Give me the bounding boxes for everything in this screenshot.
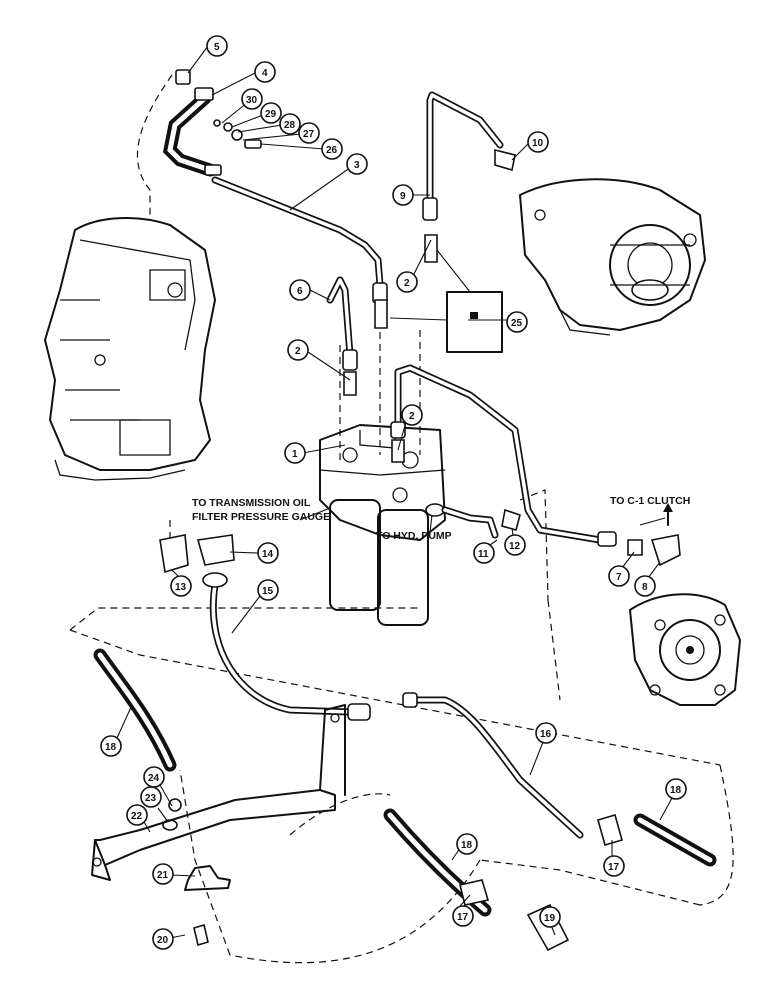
hydraulic-pump [519,178,706,336]
svg-text:18: 18 [105,742,117,753]
callout-15: 15 [257,579,279,601]
hose-4 [162,91,217,177]
svg-text:11: 11 [478,549,489,560]
callout-22: 22 [126,804,148,826]
svg-text:16: 16 [540,729,552,740]
hose-18-right [633,813,717,867]
callouts: 1 2 2 2 3 4 5 6 7 8 9 10 11 12 13 14 15 … [100,35,687,950]
note-hyd-pump: TO HYD. PUMP [376,530,452,542]
svg-text:13: 13 [175,582,187,593]
svg-text:10: 10 [532,138,544,149]
tube-11 [441,506,499,539]
callout-19: 19 [539,906,561,928]
callout-24: 24 [143,766,165,788]
charge-pump-housing [629,593,741,706]
callout-20: 20 [152,928,174,950]
callout-27: 27 [298,122,320,144]
svg-text:28: 28 [284,120,296,131]
svg-text:5: 5 [214,42,220,53]
svg-text:25: 25 [511,318,523,329]
svg-text:15: 15 [262,586,274,597]
callout-8: 8 [634,575,656,597]
svg-text:21: 21 [157,870,169,881]
hose-18-left [93,648,177,772]
phantom-outlines [69,74,734,964]
callout-21: 21 [152,863,174,885]
svg-text:23: 23 [145,793,157,804]
svg-text:3: 3 [354,160,360,171]
callout-10: 10 [527,131,549,153]
callout-3: 3 [346,153,368,175]
callout-14: 14 [257,542,279,564]
svg-text:2: 2 [409,411,415,422]
callout-2b: 2 [287,339,309,361]
note-transmission-gauge-line2: FILTER PRESSURE GAUGE [192,511,330,523]
callout-16: 16 [535,722,557,744]
callout-28: 28 [279,113,301,135]
callout-4: 4 [254,61,276,83]
svg-text:14: 14 [262,549,274,560]
support-bracket [91,704,346,891]
callout-12: 12 [504,534,526,556]
oil-filter-assembly [319,424,446,626]
callout-13: 13 [170,575,192,597]
svg-text:26: 26 [326,145,338,156]
svg-text:24: 24 [148,773,160,784]
svg-text:2: 2 [295,346,301,357]
svg-text:1: 1 [292,449,298,460]
note-c1-clutch: TO C-1 CLUTCH [610,495,690,507]
callout-30: 30 [241,88,263,110]
svg-text:2: 2 [404,278,410,289]
svg-text:18: 18 [670,785,682,796]
tube-9 [422,91,504,221]
plug-detail-box [389,249,503,353]
svg-text:29: 29 [265,109,277,120]
tube-6 [326,276,358,371]
callout-1: 1 [284,442,306,464]
callout-6: 6 [289,279,311,301]
svg-text:8: 8 [642,582,648,593]
tube-15 [209,581,371,721]
svg-text:17: 17 [457,912,469,923]
callout-2c: 2 [401,404,423,426]
svg-text:9: 9 [400,191,406,202]
transmission-housing [44,217,216,481]
svg-text:6: 6 [297,286,303,297]
callout-23: 23 [140,786,162,808]
callout-17a: 17 [603,855,625,877]
svg-text:22: 22 [131,811,143,822]
callout-29: 29 [260,102,282,124]
svg-text:30: 30 [246,95,258,106]
svg-text:17: 17 [608,862,620,873]
svg-text:4: 4 [262,68,268,79]
svg-text:20: 20 [157,935,169,946]
svg-text:12: 12 [509,541,521,552]
tube-long-c1 [390,364,617,547]
callout-18a: 18 [100,735,122,757]
note-transmission-gauge-line1: TO TRANSMISSION OIL [192,497,311,509]
svg-text:18: 18 [461,840,473,851]
callout-18c: 18 [456,833,478,855]
tube-16 [402,692,584,839]
callout-11: 11 [473,542,495,564]
svg-text:27: 27 [303,129,315,140]
leader-lines [116,45,673,939]
svg-text:19: 19 [544,913,556,924]
callout-18b: 18 [665,778,687,800]
annotations: TO TRANSMISSION OIL FILTER PRESSURE GAUG… [192,495,690,542]
callout-7: 7 [608,565,630,587]
callout-25: 25 [506,311,528,333]
callout-5: 5 [206,35,228,57]
callout-2a: 2 [396,271,418,293]
callout-26: 26 [321,138,343,160]
svg-text:7: 7 [616,572,622,583]
callout-9: 9 [392,184,414,206]
callout-17b: 17 [452,905,474,927]
